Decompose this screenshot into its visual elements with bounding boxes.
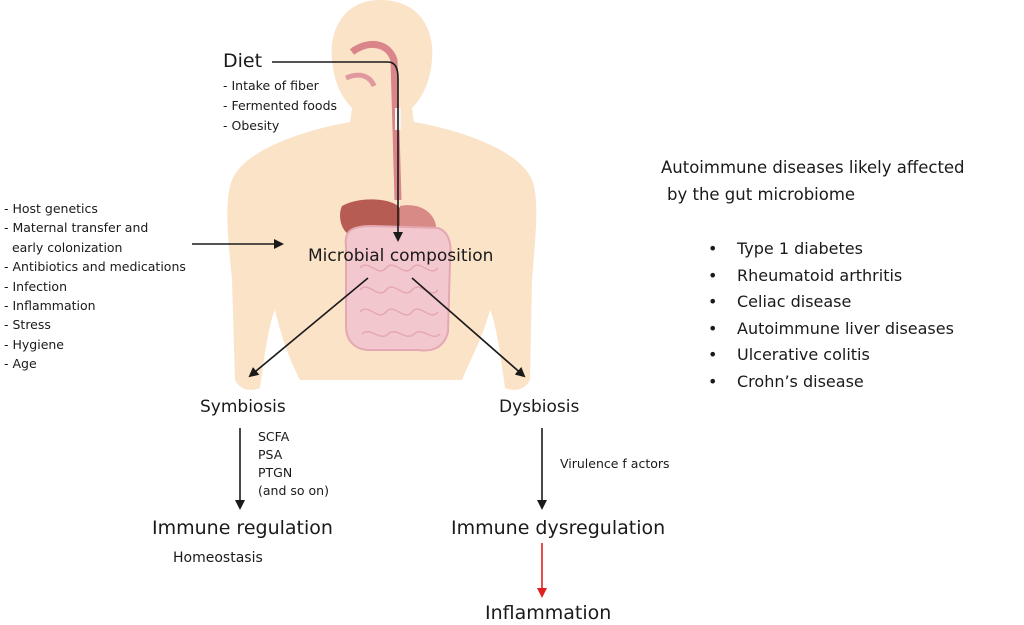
disease-item: •Celiac disease [708, 289, 954, 316]
bullet-icon: • [708, 318, 718, 338]
bullet-icon: • [708, 239, 718, 258]
factor-item: - Age [4, 356, 37, 372]
disease-item: •Autoimmune liver diseases [708, 316, 954, 343]
homeostasis-label: Homeostasis [173, 550, 263, 566]
autoimmune-heading-line2: by the gut microbiome [667, 185, 856, 204]
inflammation-label: Inflammation [485, 602, 612, 624]
microbial-composition-label: Microbial composition [308, 246, 494, 266]
product-item: (and so on) [258, 483, 329, 498]
autoimmune-disease-list: •Type 1 diabetes •Rheumatoid arthritis •… [708, 236, 954, 396]
virulence-factors-label: Virulence f actors [560, 456, 670, 471]
disease-item: •Crohn’s disease [708, 369, 954, 396]
factor-item: - Stress [4, 317, 51, 333]
autoimmune-heading: Autoimmune diseases likely affected by t… [661, 154, 965, 208]
symbiosis-label: Symbiosis [200, 397, 286, 417]
factor-item: - Maternal transfer and [4, 220, 149, 236]
factor-item: - Antibiotics and medications [4, 259, 186, 275]
factor-item: - Inflammation [4, 298, 96, 314]
bullet-icon: • [708, 265, 718, 285]
bullet-icon: • [708, 371, 718, 391]
factors-list: - Host genetics - Maternal transfer and … [4, 199, 186, 374]
diet-title: Diet [223, 50, 263, 72]
immune-regulation-label: Immune regulation [152, 517, 333, 539]
autoimmune-heading-line1: Autoimmune diseases likely affected [661, 158, 965, 177]
factor-item: early colonization [4, 239, 123, 255]
product-item: SCFA [258, 429, 290, 444]
immune-dysregulation-label: Immune dysregulation [451, 517, 666, 539]
factor-item: - Hygiene [4, 336, 64, 352]
intestines [344, 224, 452, 352]
product-item: PSA [258, 447, 283, 462]
disease-item: •Ulcerative colitis [708, 342, 954, 369]
disease-item: •Rheumatoid arthritis [708, 263, 954, 290]
dysbiosis-label: Dysbiosis [499, 397, 580, 417]
symbiosis-products: SCFA PSA PTGN (and so on) [258, 428, 329, 500]
factor-item: - Host genetics [4, 201, 98, 216]
diet-item: - Intake of fiber [223, 78, 319, 93]
disease-item: •Type 1 diabetes [708, 236, 954, 263]
diet-list: - Intake of fiber - Fermented foods - Ob… [223, 76, 337, 136]
product-item: PTGN [258, 465, 293, 480]
diet-item: - Fermented foods [223, 98, 338, 113]
bullet-icon: • [708, 345, 718, 365]
diet-arrow [272, 61, 403, 242]
dysbiosis-arrow [411, 277, 526, 378]
body-silhouette [227, 0, 537, 390]
bullet-icon: • [708, 292, 718, 312]
factor-item: - Infection [4, 278, 68, 294]
diet-item: - Obesity [223, 118, 280, 133]
symbiosis-arrow [248, 277, 369, 378]
